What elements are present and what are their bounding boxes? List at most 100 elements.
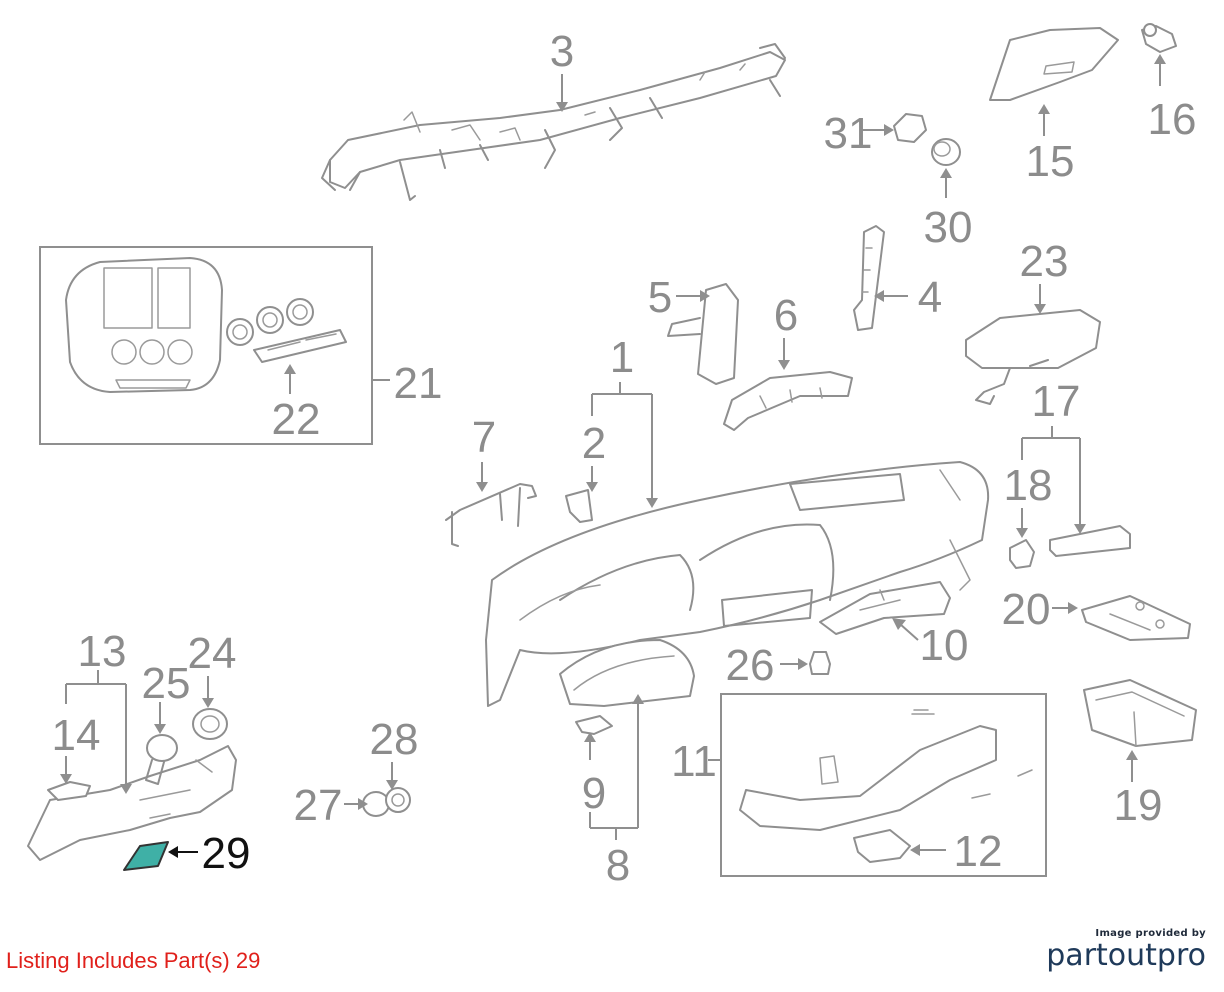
part-4-bracket [853, 225, 885, 331]
callout-26: 26 [726, 641, 808, 690]
callout-19: 19 [1114, 750, 1163, 830]
part-30-cap [931, 138, 961, 166]
callout-21: 21 [372, 359, 442, 408]
part-16-clip [1141, 23, 1177, 53]
part-21-cluster-finish-panel [65, 257, 223, 393]
callout-25: 25 [142, 659, 191, 734]
callout-label-20: 20 [1002, 585, 1051, 634]
part-11-lower-panel [739, 709, 1033, 831]
part-29-highlighted [123, 841, 169, 871]
part-10-duct [819, 581, 951, 635]
callout-label-10: 10 [920, 621, 969, 670]
callout-label-24: 24 [188, 629, 237, 678]
part-19-glove-box [1083, 679, 1197, 747]
callout-13: 13 [65, 627, 132, 794]
callout-label-14: 14 [52, 711, 101, 760]
callout-label-22: 22 [272, 395, 321, 444]
part-22-vent [253, 329, 347, 363]
callout-8: 8 [589, 694, 644, 890]
callout-4: 4 [874, 273, 942, 322]
callout-label-13: 13 [78, 627, 127, 676]
part-8-meter [559, 639, 695, 707]
callout-22: 22 [272, 364, 321, 444]
callout-18: 18 [1004, 461, 1053, 538]
callout-11: 11 [671, 737, 721, 786]
callout-label-28: 28 [370, 715, 419, 764]
callout-label-19: 19 [1114, 781, 1163, 830]
callout-label-1: 1 [610, 333, 634, 382]
part-9-clip [575, 715, 613, 735]
callout-10: 10 [892, 618, 968, 670]
callout-24: 24 [188, 629, 237, 708]
image-credit: Image provided by partoutpro [1046, 928, 1206, 973]
callout-12: 12 [910, 827, 1002, 876]
callout-label-17: 17 [1032, 377, 1081, 426]
callout-label-23: 23 [1020, 237, 1069, 286]
part-21-group-frame [39, 246, 373, 445]
callout-7: 7 [472, 413, 496, 492]
callout-label-15: 15 [1026, 137, 1075, 186]
part-7-bracket [445, 483, 537, 547]
part-23-airbag [965, 309, 1101, 405]
callout-label-21: 21 [394, 359, 443, 408]
part-15-glove-box-door [989, 27, 1119, 101]
part-12-bracket [853, 829, 911, 863]
callout-17: 17 [1021, 377, 1086, 534]
callout-29: 29 [168, 829, 250, 878]
callout-2: 2 [582, 419, 606, 492]
callout-28: 28 [370, 715, 419, 790]
callout-label-16: 16 [1148, 95, 1197, 144]
part-25-switch [145, 734, 178, 785]
part-6-bracket [723, 371, 853, 431]
callout-label-25: 25 [142, 659, 191, 708]
callout-30: 30 [924, 168, 973, 252]
part-21-rings [226, 298, 314, 346]
callout-15: 15 [1026, 104, 1075, 186]
part-26-knob [809, 651, 831, 675]
callout-label-4: 4 [918, 273, 942, 322]
callout-label-11: 11 [671, 737, 717, 786]
callout-20: 20 [1002, 585, 1078, 634]
part-14-cover [47, 781, 91, 801]
listing-note: Listing Includes Part(s) 29 [6, 948, 261, 973]
part-24-switch [192, 708, 228, 740]
part-31-knob [893, 113, 927, 143]
callout-3: 3 [550, 27, 574, 112]
callout-31: 31 [824, 109, 894, 158]
callout-1: 1 [591, 333, 658, 508]
partoutpro-logo: partoutpro [1046, 938, 1206, 973]
part-3-reinforcement [321, 43, 786, 201]
callout-label-5: 5 [648, 273, 672, 322]
part-5-bracket [667, 283, 739, 385]
part-1-instrument-panel [485, 461, 990, 707]
part-11-group-frame [720, 693, 1047, 877]
callout-label-6: 6 [774, 291, 798, 340]
callout-6: 6 [774, 291, 798, 370]
part-27-28-knobs [362, 787, 411, 817]
part-13-lower-finish-panel [27, 745, 237, 861]
part-17-trim [1049, 525, 1131, 557]
callout-label-30: 30 [924, 203, 973, 252]
callout-9: 9 [582, 732, 606, 818]
callout-label-18: 18 [1004, 461, 1053, 510]
part-2-bracket [565, 489, 593, 523]
part-18-clip [1009, 539, 1035, 569]
credit-caption: Image provided by [1095, 928, 1206, 939]
callout-label-29: 29 [202, 829, 251, 878]
callout-label-27: 27 [294, 781, 343, 830]
callout-label-8: 8 [606, 841, 630, 890]
callout-5: 5 [648, 273, 710, 322]
callout-label-2: 2 [582, 419, 606, 468]
callout-14: 14 [52, 711, 101, 784]
callout-label-31: 31 [824, 109, 873, 158]
part-20-plate [1081, 595, 1191, 641]
callout-16: 16 [1148, 54, 1197, 144]
callout-23: 23 [1020, 237, 1069, 314]
callout-label-3: 3 [550, 27, 574, 76]
callout-label-12: 12 [954, 827, 1003, 876]
callout-label-26: 26 [726, 641, 775, 690]
callout-27: 27 [294, 781, 368, 830]
callout-label-9: 9 [582, 769, 606, 818]
callout-label-7: 7 [472, 413, 496, 462]
